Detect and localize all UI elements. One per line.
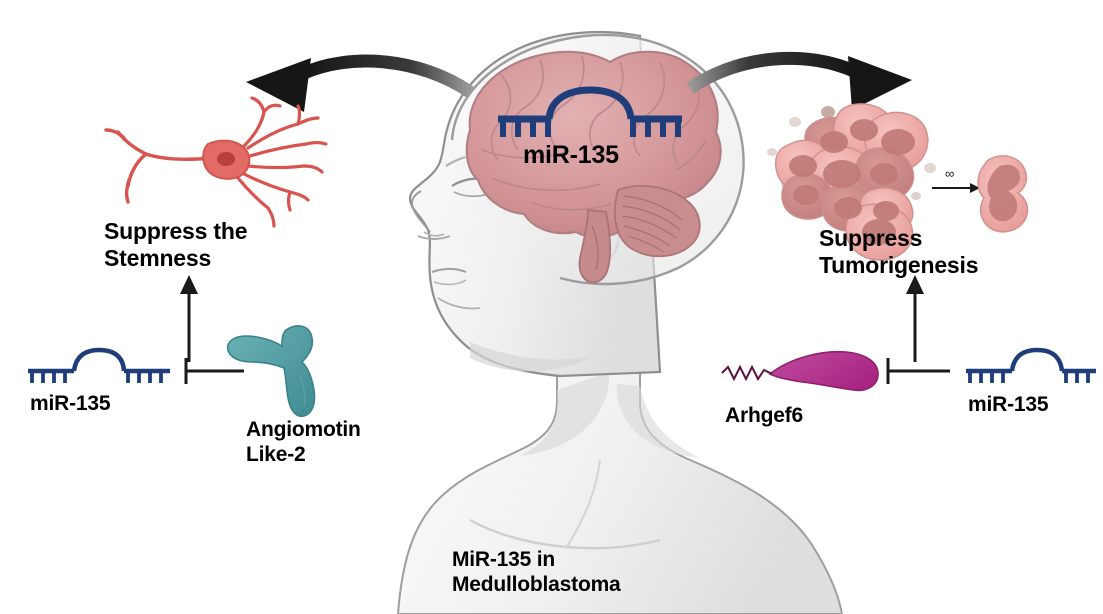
- suppress-stemness-label: Suppress the Stemness: [104, 218, 248, 272]
- left-mirna-label: miR-135: [30, 392, 111, 415]
- infinity-symbol: ∞: [945, 166, 955, 181]
- proliferation-arrow: [932, 183, 980, 193]
- arhgef6-protein: [721, 350, 879, 392]
- tumor-cell-cluster: [767, 103, 936, 261]
- arrow-up-left: [180, 275, 198, 362]
- brain-illustration: [465, 50, 722, 284]
- angiomotin-like-2-label: Angiomotin Like-2: [246, 418, 361, 466]
- right-mirna-label: miR-135: [968, 393, 1049, 416]
- inhibition-amotl2-to-mir135: [184, 358, 244, 384]
- neuron-illustration: [104, 96, 328, 228]
- angiomotin-like-2-protein: [226, 325, 316, 418]
- arrow-up-right: [906, 275, 924, 362]
- figure-caption: MiR-135 in Medulloblastoma: [452, 548, 621, 596]
- dividing-tumor-cell: [977, 155, 1029, 233]
- mirna-hairpin-brain: [498, 86, 682, 137]
- arhgef6-label: Arhgef6: [725, 404, 803, 427]
- mirna-hairpin-left: [28, 347, 170, 383]
- brain-mirna-label: miR-135: [523, 141, 619, 169]
- inhibition-mir135-to-arhgef6: [886, 358, 950, 384]
- suppress-tumorigenesis-label: Suppress Tumorigenesis: [819, 225, 979, 279]
- curved-arrow-right: [686, 51, 912, 110]
- mirna-hairpin-right: [966, 347, 1096, 383]
- curved-arrow-left: [246, 54, 474, 112]
